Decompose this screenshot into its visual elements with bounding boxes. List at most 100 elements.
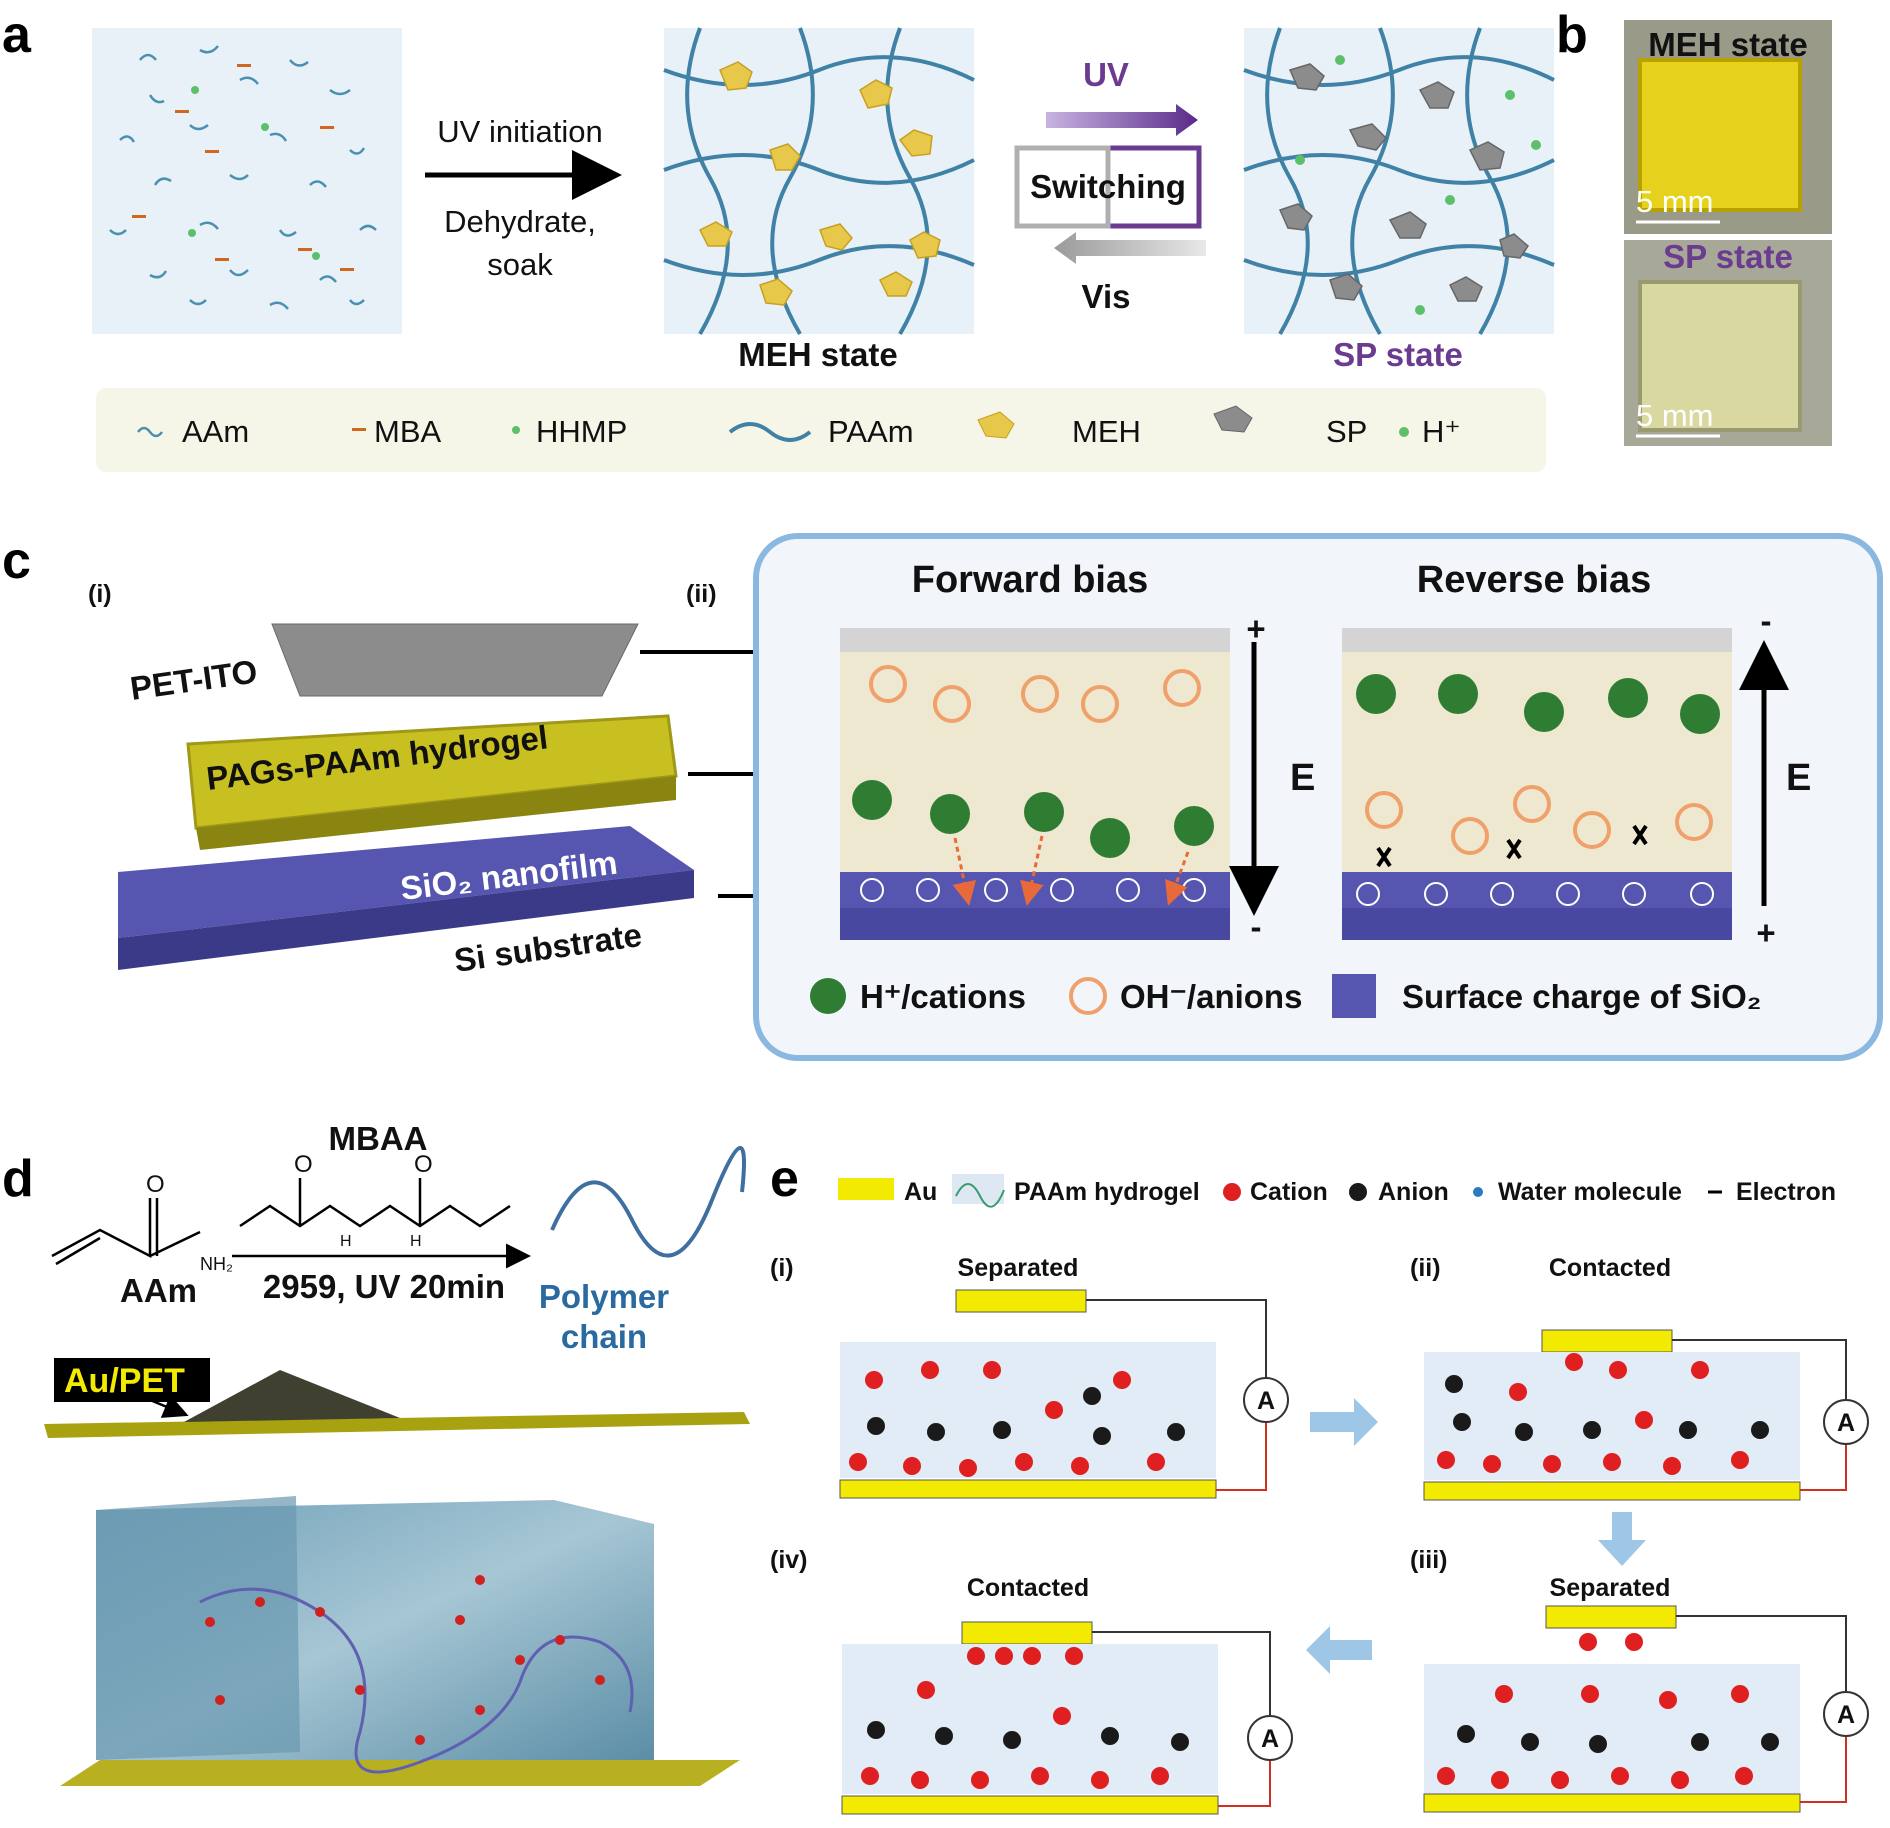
stage-ii-ammeter-label: A — [1837, 1409, 1855, 1437]
legend-e-anion: Anion — [1378, 1178, 1449, 1206]
stage-iv-anions — [867, 1721, 1189, 1751]
sub-label-i: (i) — [88, 580, 112, 608]
stage-ii-anions — [1445, 1375, 1769, 1441]
forward-field-label: E — [1290, 757, 1315, 799]
forward-sio2 — [840, 872, 1230, 908]
au-pet-label: Au/PET — [64, 1362, 185, 1400]
stage-iii-label: Separated — [1550, 1574, 1671, 1602]
panel-letter-c: c — [2, 532, 31, 590]
stage-ii: (ii) Contacted A — [1410, 1254, 1869, 1501]
legend-hydrogel: PAAm hydrogel — [1014, 1178, 1200, 1206]
forward-ito — [840, 628, 1230, 652]
stage-iii: (iii) Separated A — [1410, 1546, 1869, 1813]
monomer-solution-box — [92, 28, 402, 334]
au-pet-sheet — [44, 1412, 750, 1438]
stage-iii-top-electrode — [1545, 1605, 1677, 1629]
aam-structure — [51, 1198, 201, 1266]
switching-label: Switching — [1030, 168, 1186, 205]
mbaa-o-right: O — [414, 1151, 433, 1178]
legend-hhmp: HHMP — [536, 414, 627, 449]
stage-i: (i) Separated A — [770, 1254, 1289, 1499]
stage-iii-released-cation-1 — [1579, 1633, 1597, 1651]
panel-b: b MEH state 5 mm SP state 5 mm — [1556, 6, 1832, 446]
reverse-field-label: E — [1786, 757, 1811, 799]
stage-ii-num: (ii) — [1410, 1254, 1441, 1282]
forward-si — [840, 908, 1230, 940]
stage-iv-bottom-electrode — [841, 1795, 1219, 1815]
mbaa-o-left: O — [294, 1151, 313, 1178]
stage-ii-label: Contacted — [1549, 1254, 1671, 1282]
legend-au-icon — [838, 1178, 894, 1200]
hydrogel-layer-edge — [196, 776, 676, 850]
stage-iii-num: (iii) — [1410, 1546, 1448, 1574]
legend-paam-icon — [728, 422, 812, 442]
legend-meh-icon — [977, 411, 1015, 439]
panel-e: e Au PAAm hydrogel Cation Anion Water mo… — [770, 1150, 1869, 1815]
forward-hydrogel — [840, 652, 1230, 872]
vis-arrow — [1054, 232, 1206, 264]
aam-label: AAm — [120, 1272, 197, 1309]
d-gold-base — [60, 1760, 740, 1786]
panel-d: d O NH₂ AAm MBAA O O H H 2959, UV 20min … — [2, 1120, 750, 1786]
stage-iii-ammeter — [1823, 1691, 1869, 1737]
polymer-label-2: chain — [561, 1318, 647, 1355]
legend-e-anion-icon — [1349, 1183, 1367, 1201]
stage-i-anions — [867, 1387, 1185, 1445]
legend-mba: MBA — [374, 414, 442, 449]
stage-i-label: Separated — [958, 1254, 1079, 1282]
stage-iv-label: Contacted — [967, 1574, 1089, 1602]
panel-letter-a: a — [2, 6, 32, 64]
legend-e-cation: Cation — [1250, 1178, 1328, 1206]
legend-h: H⁺ — [1422, 414, 1461, 449]
arrow-iii-to-iv — [1306, 1626, 1372, 1674]
stage-i-wire-bottom — [1216, 1418, 1267, 1491]
reverse-plus: + — [1756, 914, 1775, 951]
stage-iv-wire-bottom — [1218, 1760, 1271, 1807]
stage-iii-cations — [1437, 1685, 1753, 1789]
panel-letter-b: b — [1556, 6, 1588, 64]
sio2-layer — [118, 826, 694, 938]
legend-anion-text: OH⁻/anions — [1120, 978, 1302, 1015]
forward-bias-title: Forward bias — [912, 559, 1149, 601]
stage-i-cations — [849, 1361, 1165, 1477]
legend-hhmp-icon — [512, 426, 520, 434]
stage-iii-wire-top — [1676, 1615, 1847, 1692]
scale-label-top: 5 mm — [1636, 184, 1714, 219]
stage-iii-wire-bottom — [1800, 1736, 1847, 1803]
legend-au: Au — [904, 1178, 937, 1206]
forward-anions — [869, 665, 1201, 723]
sp-photo-label: SP state — [1663, 238, 1793, 275]
legend-anion-icon — [1069, 977, 1107, 1015]
reverse-ito — [1342, 628, 1732, 652]
stage-iv-num: (iv) — [770, 1546, 808, 1574]
arrow-ii-to-iii — [1598, 1512, 1646, 1566]
stage-iv-top-electrode — [961, 1621, 1093, 1645]
polymer-chain-curve — [550, 1146, 746, 1258]
stage-i-top-electrode — [955, 1289, 1087, 1313]
reverse-sio2 — [1342, 872, 1732, 908]
panel-letter-d: d — [2, 1150, 34, 1208]
mbaa-n-left: H — [340, 1233, 352, 1250]
si-substrate-edge — [118, 870, 694, 970]
au-pet-pointer — [149, 1394, 189, 1418]
mbaa-label: MBAA — [329, 1120, 428, 1157]
uv-arrow — [1046, 104, 1198, 136]
legend-sp-icon — [1213, 405, 1253, 433]
panel-a: a UV initiation Dehydrate, soak — [2, 6, 1555, 472]
mba-crosslinkers — [132, 64, 354, 271]
legend-sp: SP — [1326, 414, 1367, 449]
forward-cations — [852, 780, 1214, 858]
mbaa-n-right: H — [410, 1233, 422, 1250]
pet-ito-label: PET-ITO — [128, 653, 260, 707]
meh-state-label: MEH state — [738, 336, 898, 373]
reverse-cations — [1356, 674, 1720, 734]
stage-iii-released-cation-2 — [1625, 1633, 1643, 1651]
reaction-conditions: 2959, UV 20min — [263, 1268, 505, 1305]
legend-meh: MEH — [1072, 414, 1141, 449]
legend-water: Water molecule — [1498, 1178, 1682, 1206]
forward-minus: - — [1251, 908, 1262, 945]
reverse-anions — [1365, 785, 1713, 855]
switching-box-left — [1014, 145, 1111, 229]
legend-cation-icon — [810, 978, 846, 1014]
stage-iii-bottom-electrode — [1423, 1793, 1801, 1813]
